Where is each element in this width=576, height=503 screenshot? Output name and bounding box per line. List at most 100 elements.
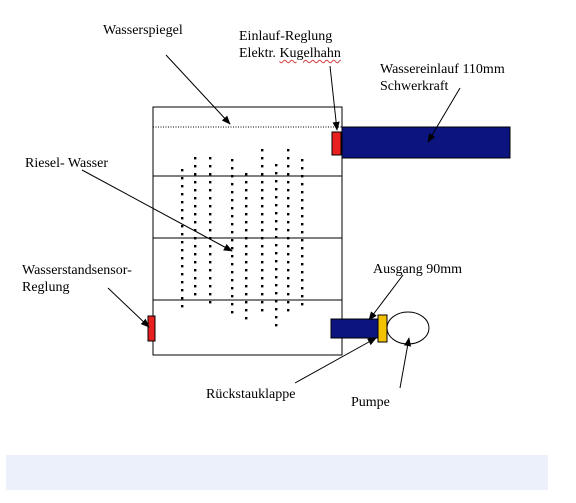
water-drop [209, 237, 212, 240]
water-drop [275, 212, 278, 215]
water-drop [194, 197, 197, 200]
water-drop [301, 215, 304, 218]
water-drop [194, 229, 197, 232]
water-drop [194, 189, 197, 192]
arrow-pumpe [399, 337, 412, 389]
water-drop [287, 245, 290, 248]
water-drop [181, 233, 184, 236]
water-drop [287, 301, 290, 304]
arrow-sensor [107, 287, 150, 328]
water-drop [301, 167, 304, 170]
water-drop [301, 287, 304, 290]
water-drop [231, 183, 234, 186]
water-drop [194, 293, 197, 296]
water-drop [301, 199, 304, 202]
water-drop [231, 159, 234, 162]
water-drop [231, 311, 234, 314]
label-einlauf-prefix: Elektr. [239, 46, 280, 61]
water-drop [209, 253, 212, 256]
water-drop [181, 209, 184, 212]
water-drop [261, 309, 264, 312]
label-ausgang: Ausgang 90mm [373, 261, 462, 278]
water-drop [245, 261, 248, 264]
water-drop [181, 241, 184, 244]
water-drop [261, 237, 264, 240]
water-drop [287, 229, 290, 232]
water-drop [231, 207, 234, 210]
water-drop [231, 231, 234, 234]
water-drop [194, 173, 197, 176]
water-drop [261, 173, 264, 176]
label-wasserstandsensor: Wasserstandsensor- Reglung [22, 262, 132, 296]
water-drop [261, 285, 264, 288]
water-drop [194, 253, 197, 256]
label-einlauf-line2: Elektr. Kugelhahn [239, 45, 341, 62]
water-drop [301, 271, 304, 274]
water-drop [181, 169, 184, 172]
label-sensor-line1: Wasserstandsensor- [22, 263, 132, 278]
label-pumpe: Pumpe [351, 394, 390, 411]
water-drop [261, 189, 264, 192]
water-drop [275, 300, 278, 303]
water-drop [301, 255, 304, 258]
level-sensor [147, 315, 156, 342]
water-drop [181, 273, 184, 276]
water-drop [287, 277, 290, 280]
water-drop [301, 159, 304, 162]
water-drop [261, 149, 264, 152]
water-drop [245, 181, 248, 184]
water-drop [275, 220, 278, 223]
water-drop [287, 261, 290, 264]
water-drop [231, 263, 234, 266]
water-drop [194, 277, 197, 280]
label-einlauf-reglung: Einlauf-Reglung Elektr. Kugelhahn [239, 28, 341, 62]
label-wassereinlauf-line2: Schwerkraft [380, 79, 449, 94]
water-drop [245, 221, 248, 224]
water-drop [287, 149, 290, 152]
water-drop [275, 252, 278, 255]
outlet-pipe [330, 318, 380, 339]
water-drop [287, 189, 290, 192]
water-drop [209, 285, 212, 288]
water-drop [245, 245, 248, 248]
water-drop [209, 213, 212, 216]
footer-bar [6, 455, 548, 490]
water-drop [275, 188, 278, 191]
water-drop [209, 261, 212, 264]
water-drop [287, 309, 290, 312]
water-drop [275, 180, 278, 183]
check-flap [377, 314, 388, 343]
water-drop [301, 175, 304, 178]
water-drop [301, 303, 304, 306]
water-drop [231, 215, 234, 218]
water-drop [275, 164, 278, 167]
water-drop [181, 217, 184, 220]
water-drop [301, 295, 304, 298]
arrow-wassereinlauf [427, 87, 461, 143]
water-drop [209, 221, 212, 224]
water-drop [245, 253, 248, 256]
water-drop [209, 157, 212, 160]
water-drop [301, 247, 304, 250]
water-drop [287, 205, 290, 208]
water-drop [275, 196, 278, 199]
water-drop [275, 284, 278, 287]
arrow-einlauf [329, 65, 340, 131]
water-drop [194, 221, 197, 224]
water-drop [301, 223, 304, 226]
water-drop [231, 199, 234, 202]
water-drop [181, 177, 184, 180]
water-drop [261, 261, 264, 264]
arrow-riesel [81, 169, 233, 252]
water-drop [209, 301, 212, 304]
water-drop [194, 285, 197, 288]
water-drop [261, 165, 264, 168]
label-wassereinlauf: Wassereinlauf 110mm Schwerkraft [380, 61, 505, 95]
water-drop [245, 189, 248, 192]
water-drop [209, 197, 212, 200]
water-drop [301, 263, 304, 266]
label-wassereinlauf-line1: Wassereinlauf 110mm [380, 62, 505, 77]
water-drop [261, 277, 264, 280]
water-drop [275, 276, 278, 279]
water-drop [194, 237, 197, 240]
